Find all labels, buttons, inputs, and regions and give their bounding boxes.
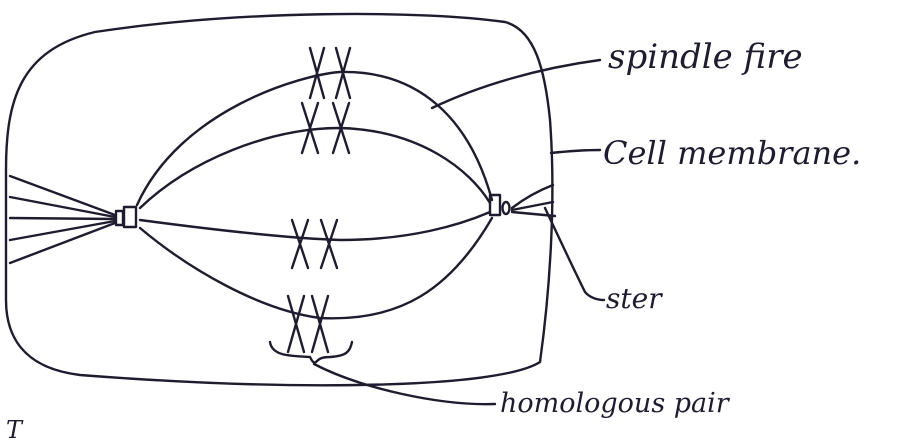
left-aster: [8, 174, 117, 265]
spindle-fibres: [135, 70, 494, 320]
right-aster: [510, 183, 557, 218]
label-aster: ster: [606, 282, 662, 315]
label-cell-membrane: Cell membrane.: [603, 134, 862, 172]
homologous-pair-2: [300, 101, 351, 155]
cell-membrane: [4, 12, 554, 387]
homologous-pair-3: [290, 218, 339, 270]
leader-homologous-pair: [312, 362, 497, 406]
caption-fragment: T: [6, 416, 23, 444]
right-centriole: [488, 193, 511, 217]
leader-cell-membrane: [549, 148, 602, 155]
meiosis-metaphase-diagram: [4, 12, 606, 406]
homologous-pair-bracket: [268, 340, 354, 364]
homologous-pair-1: [308, 46, 352, 100]
leader-aster: [543, 206, 606, 302]
leader-spindle-fibre: [430, 58, 602, 110]
label-homologous-pair: homologous pair: [500, 388, 729, 419]
homologous-pair-4: [286, 294, 330, 354]
left-centriole: [114, 205, 138, 229]
label-spindle-fibre: spindle fire: [608, 37, 803, 77]
